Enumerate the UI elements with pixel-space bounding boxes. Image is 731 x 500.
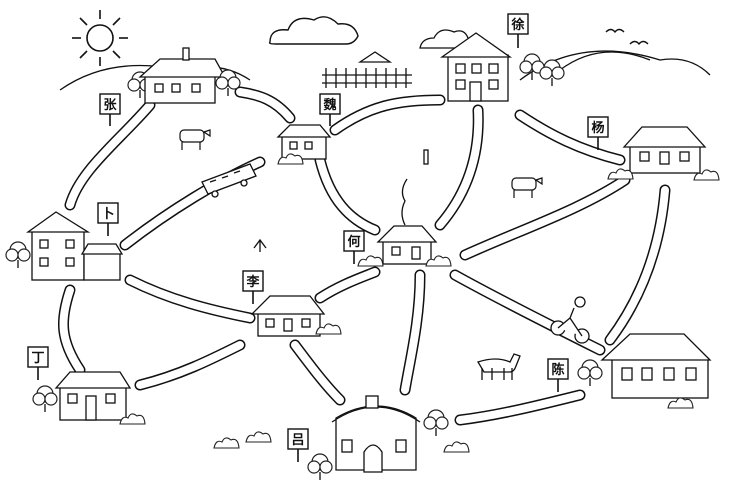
cow-icon <box>179 129 211 150</box>
bus-icon <box>201 163 257 198</box>
house-yang <box>607 126 720 181</box>
sign-bu-label: 卜 <box>101 207 114 222</box>
horse-icon <box>477 353 521 380</box>
sign-he: 何 <box>343 230 365 264</box>
sign-xu-label: 徐 <box>510 17 524 33</box>
sign-chen-label: 陈 <box>551 362 564 378</box>
sign-wei: 魏 <box>319 93 341 126</box>
house-zhang <box>127 47 241 104</box>
sign-wei-label: 魏 <box>322 97 336 113</box>
sun-icon <box>72 10 128 66</box>
sign-yang-label: 杨 <box>591 120 604 136</box>
sign-yang: 杨 <box>587 116 609 150</box>
name-signs: 张 魏 徐 杨 卜 何 李 <box>27 13 609 462</box>
sign-lv: 吕 <box>287 428 309 462</box>
cloud-icon <box>268 16 359 45</box>
sign-zhang-label: 张 <box>103 98 117 113</box>
sign-bu: 卜 <box>97 202 119 236</box>
sign-li: 李 <box>242 270 264 304</box>
house-wei <box>276 124 332 165</box>
house-xu <box>439 32 565 102</box>
sign-ding-label: 丁 <box>31 351 44 366</box>
house-he <box>357 149 452 267</box>
cow-icon <box>511 177 543 198</box>
house-lv <box>213 395 470 481</box>
sign-xu: 徐 <box>507 13 529 48</box>
cyclist-icon <box>550 296 590 344</box>
farm-fence <box>322 51 412 88</box>
house-bu <box>5 211 124 281</box>
house-chen <box>577 333 712 409</box>
sign-li-label: 李 <box>245 274 260 290</box>
sign-lv-label: 吕 <box>291 433 304 448</box>
sign-he-label: 何 <box>347 234 360 250</box>
sign-ding: 丁 <box>27 346 49 380</box>
sign-zhang: 张 <box>99 93 121 126</box>
bird-icon <box>605 28 649 46</box>
roads <box>57 86 671 426</box>
house-li <box>250 238 342 337</box>
house-ding <box>32 371 146 425</box>
sign-chen: 陈 <box>547 358 569 392</box>
